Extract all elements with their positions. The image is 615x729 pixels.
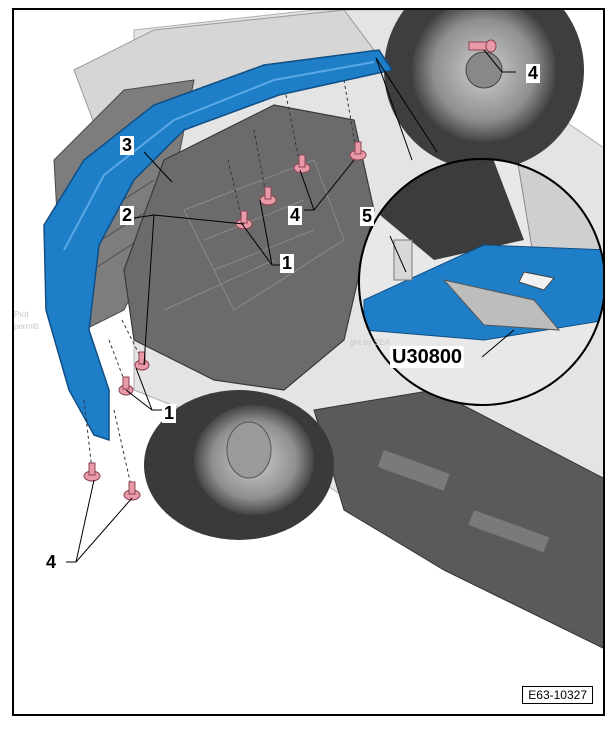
diagram-frame: 3 2 1 1 4 4 4 5 U30800 Prot permitt ght … xyxy=(12,8,605,716)
tool-code-label: U30800 xyxy=(390,346,465,368)
fastener-clip xyxy=(293,154,311,174)
retaining-clip xyxy=(393,239,413,281)
callout-1-lower: 1 xyxy=(162,403,177,423)
fastener-clip xyxy=(259,186,277,206)
underbody-panel xyxy=(123,104,375,391)
removal-tool xyxy=(442,279,561,331)
detail-inset xyxy=(358,158,603,406)
callout-2: 2 xyxy=(120,205,135,225)
fasteners xyxy=(83,39,497,501)
fastener-clip xyxy=(123,481,141,501)
callout-5: 5 xyxy=(360,206,375,226)
underbody-ribs xyxy=(163,159,345,311)
figure-reference-code: E63-10327 xyxy=(522,686,593,704)
callout-4-top: 4 xyxy=(526,63,541,83)
fastener-clip xyxy=(118,376,134,396)
watermark-left-2: permitt xyxy=(14,322,39,331)
fastener-clip xyxy=(83,462,101,482)
exploded-view-illustration xyxy=(43,10,603,649)
callout-4-center: 4 xyxy=(288,205,303,225)
watermark-left-1: Prot xyxy=(14,310,29,319)
lower-wheel xyxy=(144,390,334,540)
callout-4-bottom: 4 xyxy=(44,552,59,572)
fastener-clip xyxy=(134,351,150,371)
direction-arrow-icon xyxy=(518,271,555,291)
leader-lines xyxy=(66,49,516,563)
callout-3: 3 xyxy=(120,135,135,155)
rail-details xyxy=(377,450,550,553)
fastener-clip xyxy=(349,141,367,161)
trim-strip-highlight xyxy=(63,61,375,251)
fastener-screw xyxy=(468,39,497,53)
callout-1-upper: 1 xyxy=(280,253,295,273)
watermark-inset: ght by SEA xyxy=(350,338,391,347)
